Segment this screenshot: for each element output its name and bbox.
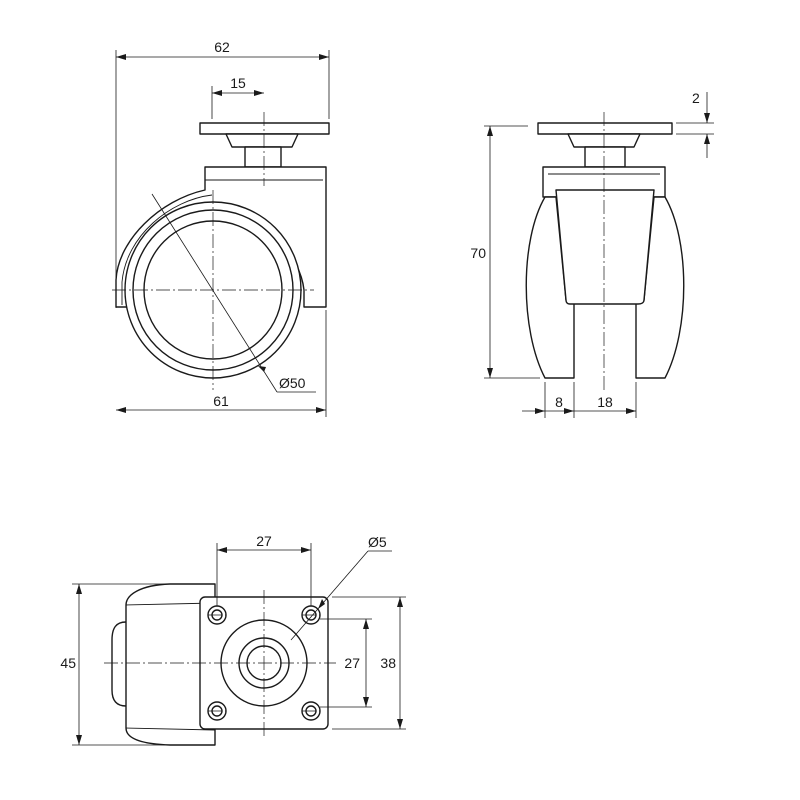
dim-2-arrow-bottom — [704, 134, 710, 144]
top-view: 27 Ø5 45 27 38 — [60, 533, 406, 746]
front-left-wheel — [525, 196, 575, 379]
front-center-block — [555, 189, 655, 305]
front-swivel-stem — [584, 146, 626, 168]
side-view: Ø50 62 15 61 — [112, 39, 330, 417]
dim-8-label: 8 — [555, 394, 563, 410]
dim-27v-label: 27 — [344, 655, 360, 671]
hole-diameter-label: Ø5 — [368, 534, 387, 550]
dim-27h-arrow-right — [301, 547, 311, 553]
dim-70-arrow-bottom — [487, 368, 493, 378]
front-top-plate — [537, 122, 673, 135]
front-view: 2 70 8 18 — [470, 90, 714, 418]
dim-62-arrow-left — [116, 54, 126, 60]
dim-61-arrow-left — [116, 407, 126, 413]
dim-15-arrow-left — [212, 90, 222, 96]
hole-diameter-arrow — [318, 599, 325, 609]
dim-45-label: 45 — [60, 655, 76, 671]
top-housing-front — [111, 621, 127, 707]
side-swivel-bearing — [225, 133, 299, 148]
dim-38-label: 38 — [380, 655, 396, 671]
dim-2-arrow-top — [704, 113, 710, 123]
dim-38-arrow-bottom — [397, 719, 403, 729]
dim-15-label: 15 — [230, 75, 246, 91]
dim-2-label: 2 — [692, 90, 700, 106]
dim-18-label: 18 — [597, 394, 613, 410]
dim-8-arrow-left — [535, 408, 545, 414]
dim-8-arrow-right — [564, 408, 574, 414]
dim-61-arrow-right — [316, 407, 326, 413]
dim-61-label: 61 — [213, 393, 229, 409]
side-fork-rim — [121, 194, 213, 305]
wheel-diameter-label: Ø50 — [279, 375, 306, 391]
side-swivel-stem — [244, 146, 282, 168]
dim-27v-arrow-bottom — [363, 697, 369, 707]
dim-45-arrow-bottom — [76, 735, 82, 745]
dim-15-arrow-right — [254, 90, 264, 96]
wheel-diameter-leader — [151, 193, 278, 393]
dim-18-arrow-right — [626, 408, 636, 414]
dim-27v-arrow-top — [363, 619, 369, 629]
dim-27h-label: 27 — [256, 533, 272, 549]
wheel-diameter-arrow — [258, 366, 266, 372]
dim-45-arrow-top — [76, 584, 82, 594]
top-housing-edge-lower — [125, 727, 216, 731]
dim-70-arrow-top — [487, 126, 493, 136]
dim-62-arrow-right — [319, 54, 329, 60]
dim-62-label: 62 — [214, 39, 230, 55]
hole-diameter-leader — [290, 550, 369, 641]
dim-38-arrow-top — [397, 597, 403, 607]
side-top-plate — [199, 122, 330, 135]
front-right-wheel — [635, 196, 685, 379]
dim-27h-arrow-left — [217, 547, 227, 553]
dim-70-label: 70 — [470, 245, 486, 261]
